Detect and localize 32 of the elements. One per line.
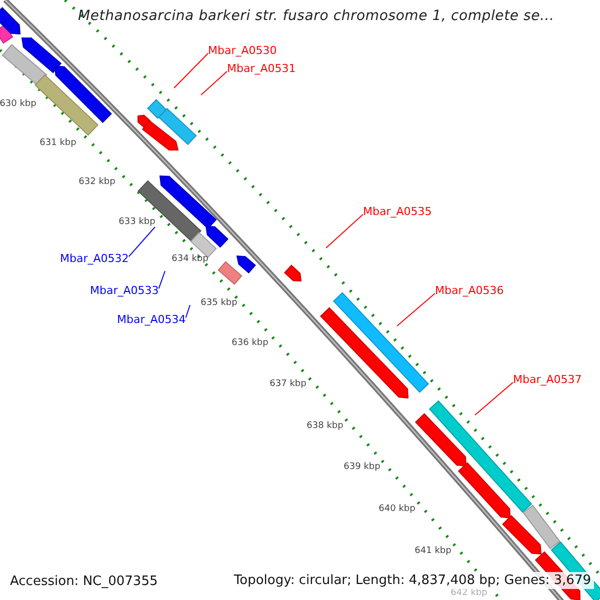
accession-text: Accession: NC_007355	[10, 574, 158, 589]
leader-line	[200, 70, 228, 96]
leader-line	[174, 52, 208, 88]
scale-tick-label: 638 kbp	[306, 421, 344, 431]
leader-line	[185, 304, 190, 318]
gene-label: Mbar_A0534	[117, 314, 186, 326]
chart-title: Methanosarcina barkeri str. fusaro chromosome 1, complete se...	[78, 8, 554, 24]
gene-label: Mbar_A0535	[363, 206, 432, 218]
gene-label: Mbar_A0536	[435, 285, 504, 297]
scale-tick-label: 632 kbp	[78, 177, 116, 187]
gene-label: Mbar_A0531	[227, 63, 296, 75]
scale-tick-label: 637 kbp	[270, 379, 306, 389]
genome-summary-text: Topology: circular; Length: 4,837,408 bp; Genes: 3,679	[230, 572, 594, 589]
scale-tick-label: 630 kbp	[0, 99, 36, 109]
leader-line	[396, 292, 436, 326]
gene-label: Mbar_A0532	[60, 253, 129, 265]
scale-tick-label: 642 kbp	[450, 588, 488, 598]
scale-tick-label: 640 kbp	[378, 504, 416, 514]
scale-tick-label: 634 kbp	[172, 254, 208, 264]
scale-tick-label: 641 kbp	[414, 546, 452, 556]
scale-tick-label: 633 kbp	[118, 217, 156, 227]
leader-line	[128, 226, 156, 258]
scale-tick-label: 631 kbp	[40, 138, 76, 148]
gene-label: Mbar_A0537	[513, 374, 582, 386]
scale-tick-label: 635 kbp	[200, 298, 238, 308]
scale-tick-label: 639 kbp	[344, 462, 380, 472]
leader-line	[326, 214, 364, 248]
leader-line	[158, 270, 166, 290]
leader-line	[474, 382, 514, 416]
gene-label: Mbar_A0530	[208, 45, 277, 57]
gene-label: Mbar_A0533	[90, 285, 159, 297]
scale-tick-label: 636 kbp	[232, 338, 268, 348]
